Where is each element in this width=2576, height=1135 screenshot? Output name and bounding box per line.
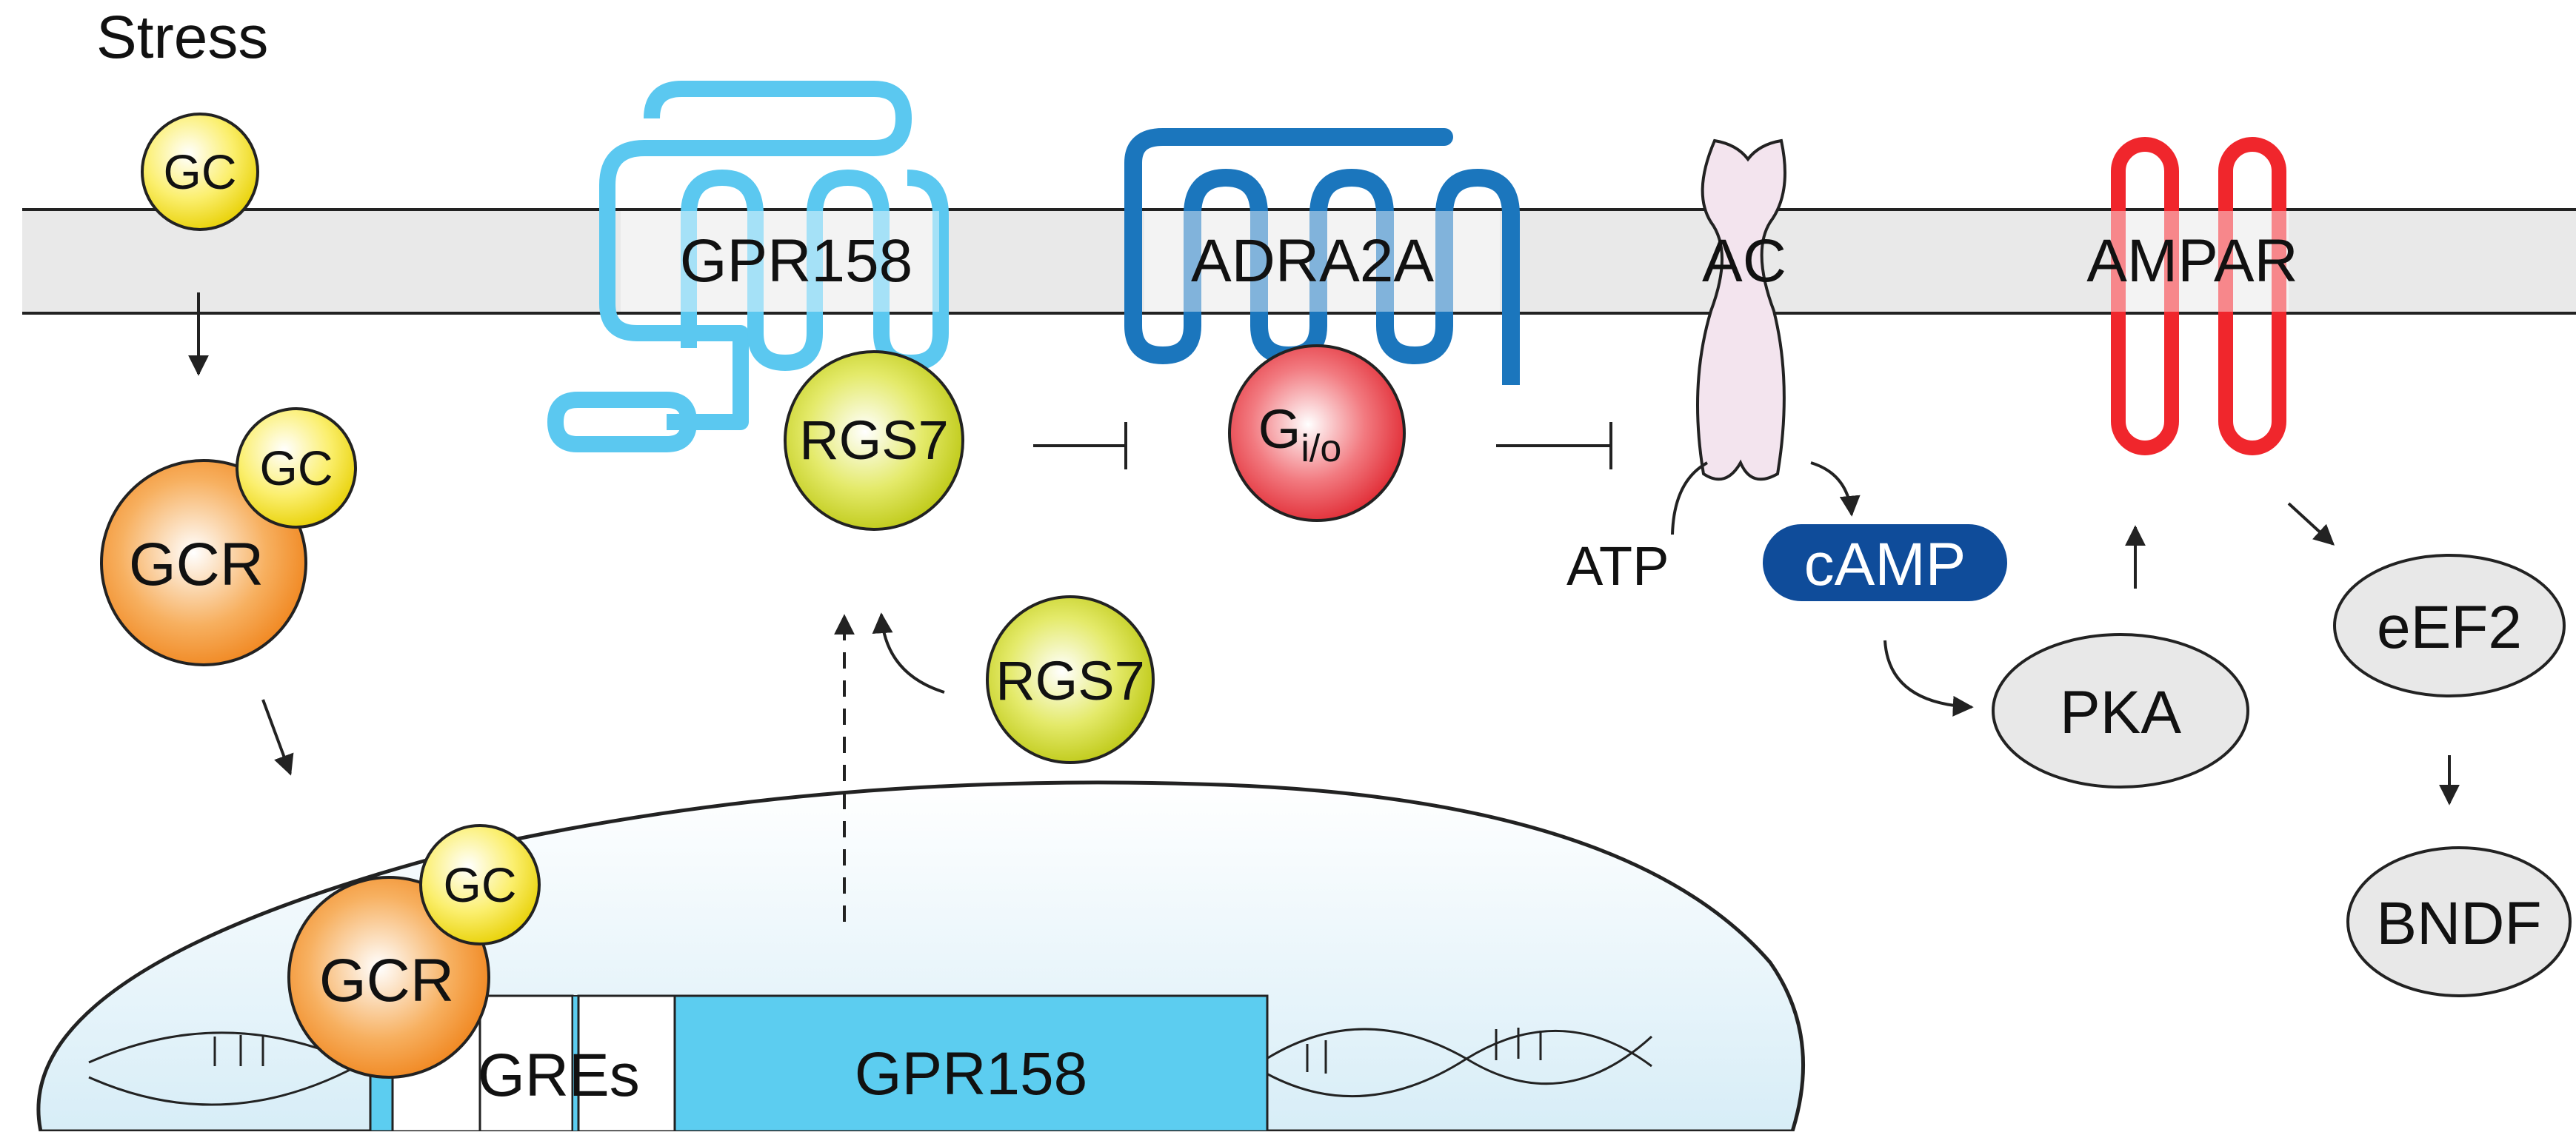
- gcr-nuclear-label: GCR: [319, 947, 454, 1014]
- gcr-receptor-label: GCR: [129, 531, 264, 598]
- bndf-label: BNDF: [2376, 890, 2541, 957]
- gio-protein: [1228, 344, 1406, 522]
- gpr158-receptor: [547, 81, 949, 452]
- adenylyl-cyclase: [1696, 138, 1786, 481]
- gpr158-gene: [673, 994, 1269, 1133]
- gpr158-label: GPR158: [680, 227, 913, 295]
- stress-label: Stress: [96, 4, 268, 71]
- bndf-factor: [2346, 846, 2572, 997]
- cell-membrane: [22, 210, 2576, 313]
- ac-label: AC: [1702, 227, 1786, 295]
- atp-label: ATP: [1566, 535, 1669, 597]
- rgs7-bound: [784, 350, 964, 531]
- arrow-ampar-to-eef2: [2287, 502, 2335, 546]
- eef2-label: eEF2: [2377, 594, 2522, 661]
- ampar-receptor: [2111, 137, 2289, 455]
- gc-ligand-top: [141, 113, 259, 231]
- gc-nuclear: [419, 824, 541, 945]
- pka-kinase: [1992, 633, 2249, 789]
- gres-label: GREs: [478, 1042, 640, 1109]
- arrow-gcr-to-nucleus: [261, 699, 294, 776]
- atp-curve: [1671, 461, 1708, 535]
- gc-bound-cytoplasm-label: GC: [260, 441, 333, 495]
- camp-badge: [1763, 524, 2007, 601]
- gio-subscript: i/o: [1301, 427, 1341, 470]
- gio-protein-label: Gi/o: [1258, 398, 1341, 470]
- arrow-ac-to-camp: [1810, 461, 1861, 517]
- arrow-camp-to-pka: [1883, 640, 1974, 717]
- camp-label: cAMP: [1804, 531, 1966, 598]
- ampar-label: AMPAR: [2086, 227, 2298, 295]
- pka-label: PKA: [2060, 679, 2181, 746]
- rgs7-free-label: RGS7: [995, 650, 1145, 712]
- gc-bound-cytoplasm: [236, 407, 357, 529]
- arrow-rgs7-recruitment: [872, 612, 945, 694]
- rgs7-bound-label: RGS7: [799, 409, 949, 471]
- adra2a-label: ADRA2A: [1191, 227, 1434, 295]
- gc-nuclear-label: GC: [444, 857, 517, 912]
- gc-ligand-top-label: GC: [164, 144, 237, 199]
- eef2-factor: [2333, 554, 2566, 697]
- gpr158-gene-label: GPR158: [855, 1040, 1088, 1108]
- gres-box-2: [478, 994, 574, 1133]
- adra2a-receptor: [1124, 128, 1520, 385]
- rgs7-free: [986, 595, 1155, 764]
